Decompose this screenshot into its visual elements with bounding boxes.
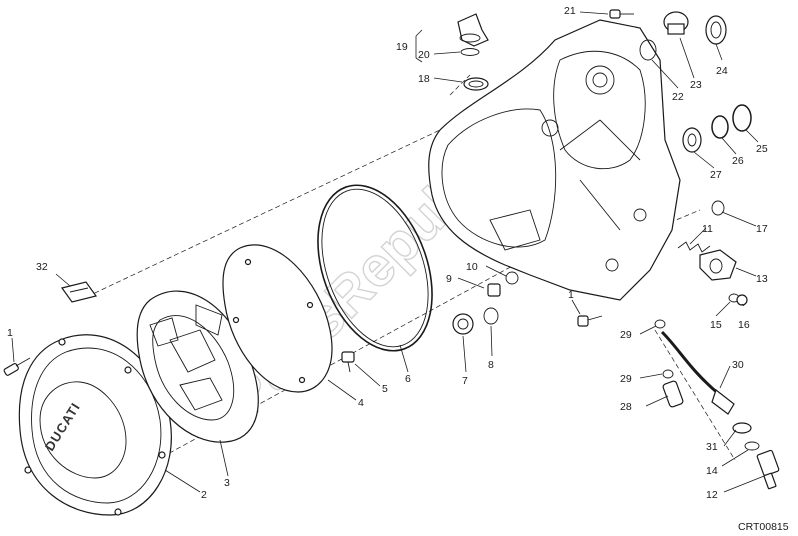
callout-6: 6: [405, 373, 411, 385]
callout-labels: 1 2 3 4 5 6 7 8 9 10 11 12 13 14 15 16 1…: [7, 5, 768, 501]
o-ring-8: [483, 307, 499, 325]
callout-15: 15: [710, 319, 722, 331]
clutch-pressure-plate: [136, 290, 259, 443]
screw-right: [577, 315, 603, 327]
callout-12: 12: [706, 489, 718, 501]
clutch-cover: DUCATI: [18, 334, 172, 516]
callout-3: 3: [224, 477, 230, 489]
seal-ring-24: [705, 15, 727, 45]
callout-21: 21: [564, 5, 576, 17]
callout-29-lower: 29: [620, 373, 632, 385]
o-ring-29-lower: [662, 369, 674, 379]
fitting-28: [662, 380, 684, 408]
callout-31: 31: [706, 441, 718, 453]
washer-26: [711, 115, 729, 139]
callout-8: 8: [488, 359, 494, 371]
filler-cap-seal: [460, 48, 480, 56]
circlip-25: [732, 104, 752, 132]
callout-29-upper: 29: [620, 329, 632, 341]
callout-14: 14: [706, 465, 718, 477]
washer-10: [505, 271, 519, 285]
callout-1-left: 1: [7, 327, 13, 339]
label-sticker: [60, 281, 98, 303]
callout-30: 30: [732, 359, 744, 371]
callout-10: 10: [466, 261, 478, 273]
callout-17: 17: [756, 223, 768, 235]
callout-2: 2: [201, 489, 207, 501]
cover-gasket: [222, 244, 333, 393]
plug-9: [487, 283, 501, 297]
callout-25: 25: [756, 143, 768, 155]
seal-31: [732, 422, 752, 434]
bolt-16: [736, 294, 748, 306]
leader-lines: [11, 11, 765, 493]
inspection-plug-23: [663, 11, 689, 35]
callout-20: 20: [418, 49, 430, 61]
callout-28: 28: [620, 401, 632, 413]
callout-24: 24: [716, 65, 728, 77]
callout-11: 11: [702, 223, 713, 235]
bolt-top: [609, 9, 634, 19]
oil-line-30: [660, 330, 735, 415]
small-bolt: [341, 351, 355, 373]
callout-5: 5: [382, 383, 388, 395]
plug-7: [452, 313, 474, 335]
seal-27: [682, 127, 702, 153]
callout-26: 26: [732, 155, 744, 167]
crankcase-cover: [428, 19, 681, 301]
callout-4: 4: [358, 397, 364, 409]
callout-19: 19: [396, 41, 408, 53]
callout-7: 7: [462, 375, 468, 387]
o-ring-29-upper: [654, 319, 666, 329]
callout-9: 9: [446, 273, 452, 285]
o-ring-17: [711, 200, 725, 216]
screw-left: [3, 357, 31, 376]
washer-14: [744, 441, 760, 451]
o-ring-large: [317, 184, 433, 352]
hose-fitting-13: [699, 249, 737, 281]
callout-16: 16: [738, 319, 750, 331]
callout-32: 32: [36, 261, 48, 273]
callout-13: 13: [756, 273, 768, 285]
plug-22: [639, 39, 657, 61]
filler-ring: [463, 77, 489, 91]
callout-27: 27: [710, 169, 722, 181]
diagram-code: CRT00815: [738, 521, 789, 533]
spring-11: [677, 241, 711, 253]
oil-filler-cap: [457, 13, 489, 47]
callout-18: 18: [418, 73, 430, 85]
callout-23: 23: [690, 79, 702, 91]
callout-22: 22: [672, 91, 684, 103]
callout-1-right: 1: [568, 289, 574, 301]
sensor-12: [756, 449, 780, 490]
